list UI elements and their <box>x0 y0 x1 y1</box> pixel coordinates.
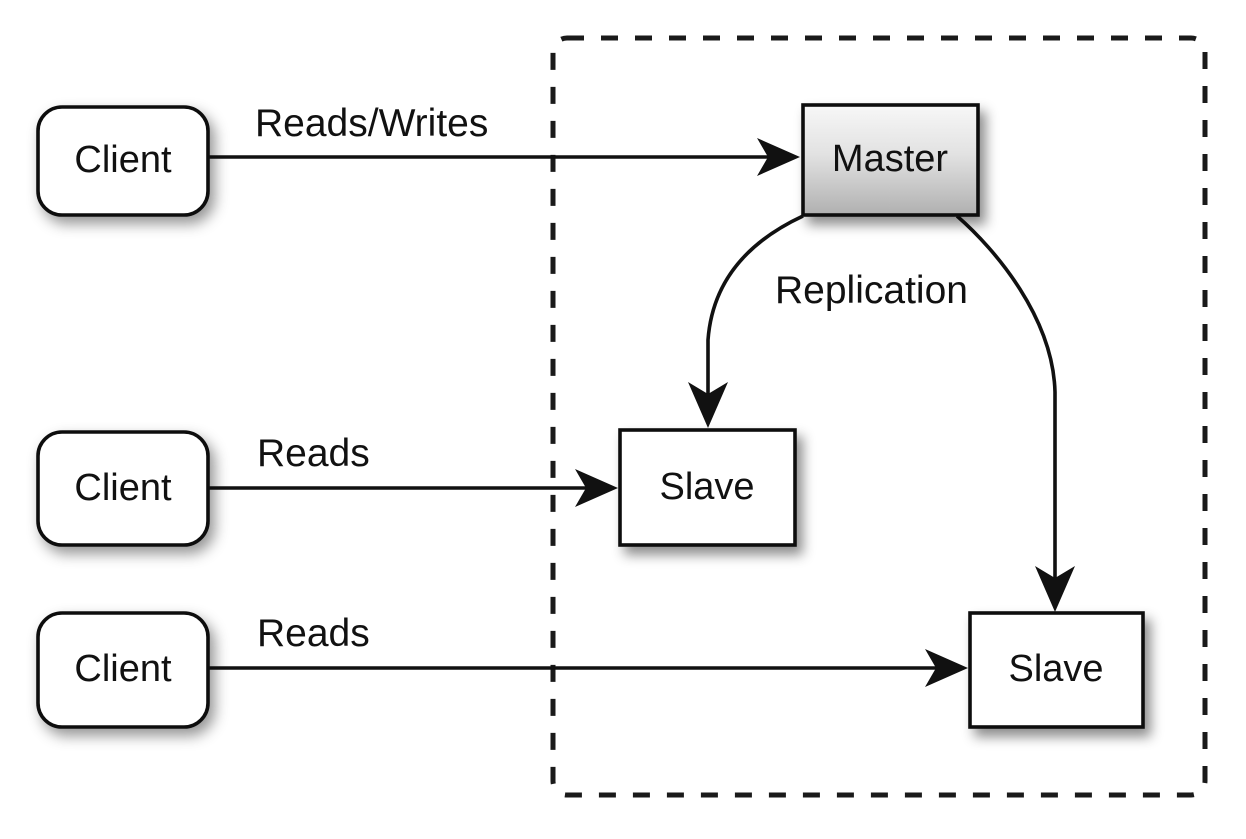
master-label: Master <box>832 138 948 180</box>
client-1-label: Client <box>74 139 172 181</box>
edge-label-replication: Replication <box>775 269 968 312</box>
client-3-box[interactable] <box>36 611 210 729</box>
slave-2-label: Slave <box>1008 648 1103 690</box>
node-slave-2[interactable]: Slave <box>968 611 1145 729</box>
master-box[interactable] <box>801 103 980 217</box>
client-2-label: Client <box>74 467 172 509</box>
edge-master-slave2 <box>955 214 1075 612</box>
slave-1-label: Slave <box>659 466 754 508</box>
node-client-3[interactable]: Client <box>36 611 210 729</box>
edge-master-slave1 <box>688 214 804 428</box>
client-3-label: Client <box>74 648 172 690</box>
database-cluster-boundary <box>550 35 1208 798</box>
edge-client2-slave1 <box>208 469 618 507</box>
slave-2-box[interactable] <box>968 611 1145 729</box>
client-2-box[interactable] <box>36 430 210 547</box>
slave-1-box[interactable] <box>618 428 797 547</box>
edge-client3-slave2 <box>208 649 968 687</box>
node-client-2[interactable]: Client <box>36 430 210 547</box>
node-slave-1[interactable]: Slave <box>618 428 797 547</box>
node-client-1[interactable]: Client <box>36 105 210 217</box>
edge-label-reads-slave-1: Reads <box>257 432 370 475</box>
edge-label-reads-slave-2: Reads <box>257 612 370 655</box>
edge-client1-master <box>208 138 800 176</box>
client-1-box[interactable] <box>36 105 210 217</box>
edge-label-reads-writes: Reads/Writes <box>255 102 488 145</box>
node-master[interactable]: Master <box>801 103 980 217</box>
